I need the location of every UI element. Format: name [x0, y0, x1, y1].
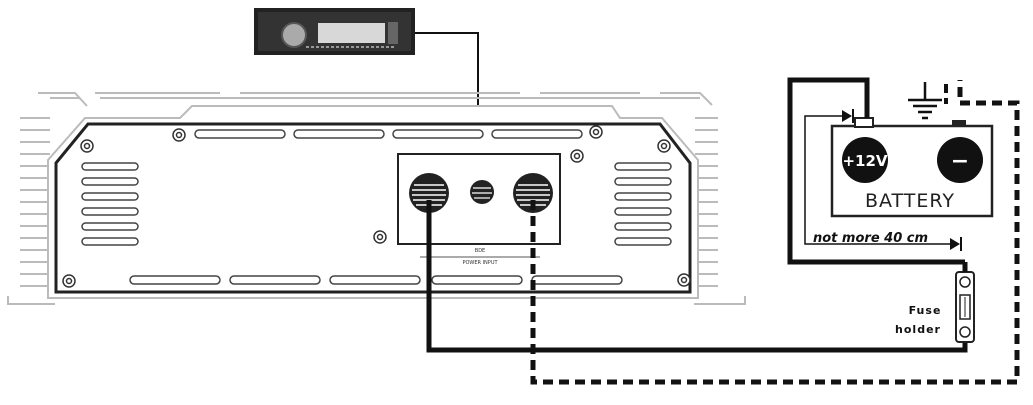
- battery-negative-label: −: [951, 149, 969, 174]
- ground-terminal-amp: [513, 173, 553, 213]
- battery-positive-label: +12V: [842, 152, 887, 170]
- fuse-label-line2: holder: [895, 323, 941, 336]
- radio-display: [318, 23, 385, 43]
- ground-icon: [908, 82, 942, 120]
- screw-icons: [62, 125, 691, 288]
- cable-length-note: not more 40 cm: [813, 231, 928, 246]
- amp-power-label-1: BDE: [475, 248, 485, 254]
- power-cable-positive: [426, 200, 968, 353]
- remote-terminal-amp: [470, 180, 494, 204]
- measure-line: [804, 115, 958, 245]
- battery-name-label: BATTERY: [865, 190, 955, 212]
- battery-positive-terminal: [842, 137, 888, 183]
- fuse-label-line1: Fuse: [909, 304, 942, 317]
- battery-negative-terminal: [937, 137, 983, 183]
- battery-positive-cable: [787, 77, 965, 265]
- fuse-holder: [955, 262, 975, 343]
- diode-icon: [842, 109, 962, 251]
- amplifier: BDE POWER INPUT: [7, 92, 746, 305]
- ground-cable: [530, 80, 1020, 385]
- battery: +12V − BATTERY: [830, 117, 994, 218]
- amp-power-label-2: POWER INPUT: [462, 260, 498, 266]
- head-unit-radio: [254, 8, 415, 55]
